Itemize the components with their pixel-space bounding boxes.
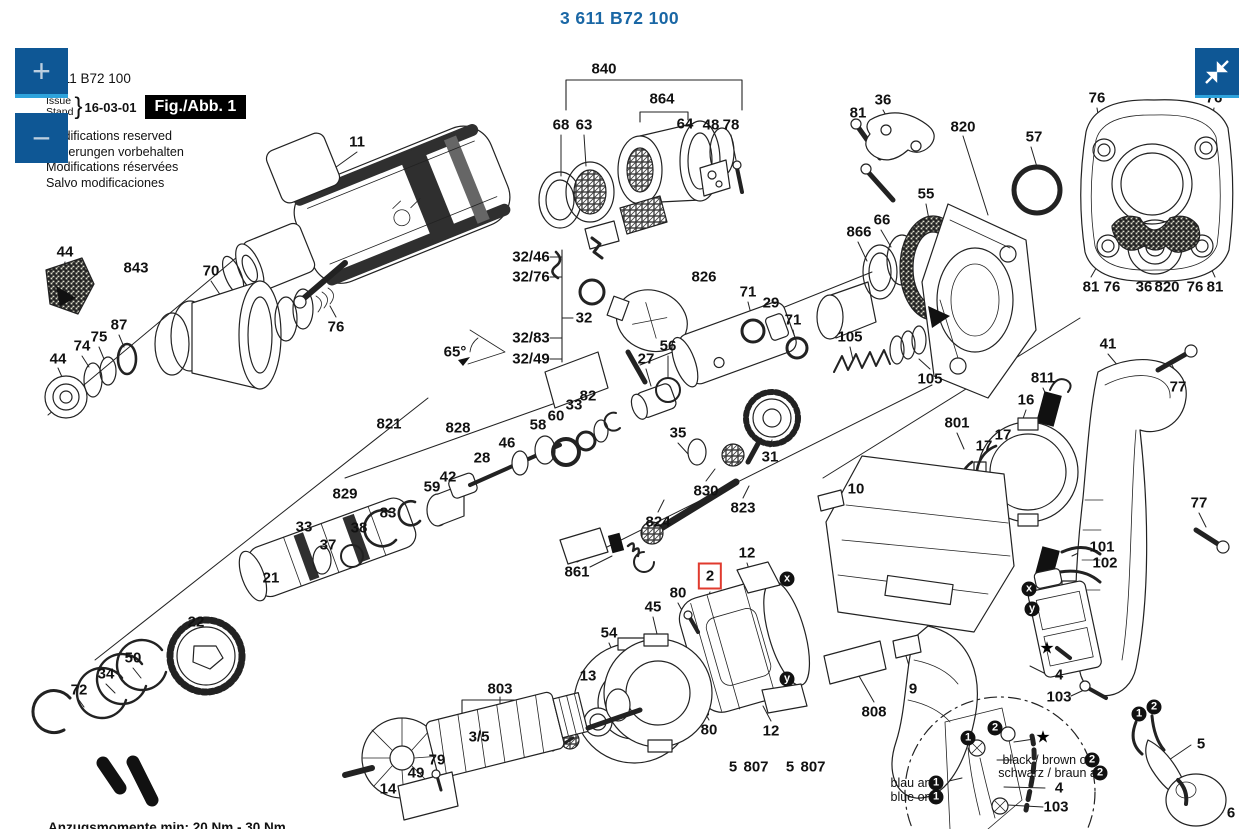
gear-housing-820-drawing	[817, 113, 1060, 398]
disclaimer-block: Modifications reserved Änderungen vorbeh…	[46, 129, 184, 191]
disclaimer-es: Salvo modificaciones	[46, 175, 165, 190]
wiring-detail-circle-drawing	[905, 697, 1095, 829]
minus-icon: −	[32, 120, 51, 156]
collapse-icon	[1205, 59, 1229, 84]
zoom-out-button[interactable]: −	[15, 113, 68, 163]
plus-icon: +	[32, 53, 51, 89]
gear-and-spring-group-drawing	[33, 620, 242, 800]
main-housing-assembly-drawing	[205, 124, 518, 324]
chuck-assembly-drawing	[45, 258, 345, 418]
hammer-piston-826-group-drawing	[628, 299, 807, 544]
handle-41-drawing	[1075, 345, 1229, 696]
issue-label-en: Issue	[46, 95, 72, 107]
hammer-tube-21-drawing	[234, 494, 420, 604]
issue-label-de: Stand	[46, 106, 74, 118]
collapse-button[interactable]	[1195, 48, 1239, 98]
power-cord-drawing	[1133, 708, 1226, 826]
issue-brace: }	[74, 93, 83, 120]
disclaimer-en: Modifications reserved	[46, 129, 172, 143]
striker-group-drawing	[427, 413, 620, 526]
clutch-840-group-drawing	[539, 121, 742, 258]
gear-cover-front-view-drawing	[1081, 100, 1233, 282]
armature-803-drawing	[345, 685, 640, 820]
disclaimer-fr: Modifications réservées	[46, 160, 179, 174]
group-frame-lines	[48, 242, 1080, 660]
issue-date: 16-03-01	[84, 99, 137, 115]
depth-stop-32-group-drawing	[458, 252, 696, 408]
issue-block: Issue Stand } 16-03-01 Fig./Abb. 1	[46, 93, 247, 121]
page-title: 3 611 B72 100	[559, 8, 680, 28]
nameplate-11-drawing	[264, 130, 342, 205]
issue-labels: Issue Stand	[46, 96, 73, 118]
torque-note: Anzugsmomente min: 20 Nm - 30 Nm	[48, 820, 286, 829]
switch-4-drawing	[1024, 563, 1106, 698]
figure-label: Fig./Abb. 1	[144, 95, 247, 119]
disclaimer-de: Änderungen vorbehalten	[46, 144, 184, 159]
brush-plate-861-drawing	[560, 528, 654, 572]
motor-housing-801-drawing	[818, 456, 1014, 798]
zoom-in-button[interactable]: +	[15, 48, 68, 98]
